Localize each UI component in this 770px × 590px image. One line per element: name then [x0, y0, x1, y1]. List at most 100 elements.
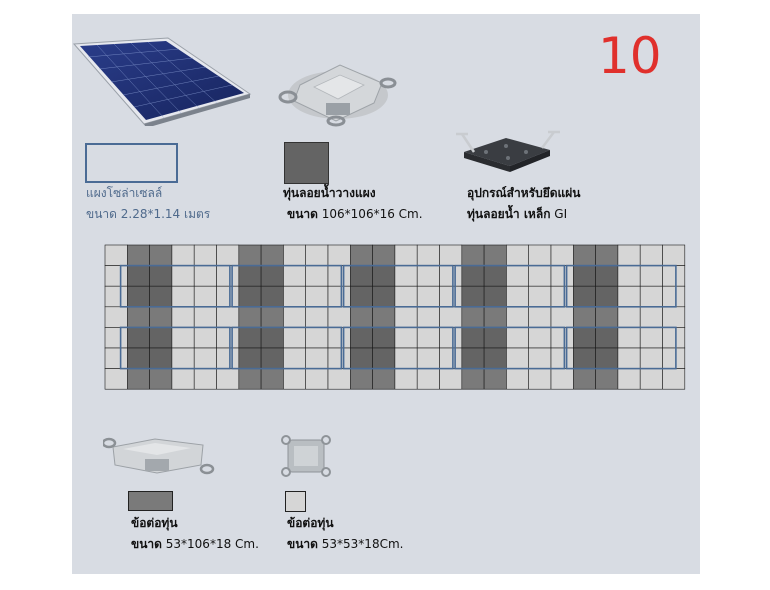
- grid-cell: [416, 306, 440, 328]
- grid-cell: [662, 285, 686, 308]
- grid-cell: [104, 327, 128, 349]
- grid-cell: [171, 306, 195, 328]
- grid-cell: [149, 347, 173, 369]
- grid-cell: [662, 265, 686, 287]
- solar-panel-outline: [231, 264, 343, 308]
- grid-cell: [238, 306, 262, 328]
- grid-cell: [149, 285, 173, 308]
- grid-cell: [126, 265, 150, 287]
- grid-cell: [126, 244, 150, 266]
- grid-cell: [171, 327, 195, 349]
- grid-cell: [104, 244, 128, 266]
- grid-cell: [238, 368, 262, 390]
- grid-cell: [595, 285, 619, 308]
- grid-cell: [595, 265, 619, 287]
- grid-cell: [394, 285, 418, 308]
- solar-panel-size: ขนาด 2.28*1.14 เมตร: [86, 207, 211, 221]
- grid-cell: [126, 368, 150, 390]
- grid-cell: [260, 368, 284, 390]
- grid-cell: [104, 285, 128, 308]
- grid-cell: [595, 306, 619, 328]
- grid-cell: [595, 327, 619, 349]
- panel-float-image: [278, 64, 397, 127]
- grid-cell: [439, 347, 463, 369]
- grid-cell: [617, 347, 641, 369]
- grid-cell: [416, 244, 440, 266]
- grid-cell: [461, 368, 485, 390]
- grid-cell: [372, 306, 396, 328]
- grid-cell: [617, 265, 641, 287]
- grid-cell: [483, 306, 507, 328]
- grid-cell: [528, 368, 552, 390]
- grid-cell: [506, 306, 529, 328]
- grid-cell: [461, 285, 485, 308]
- grid-cell: [639, 327, 663, 349]
- grid-cell: [439, 265, 463, 287]
- grid-cell: [193, 327, 217, 349]
- large-connector-size: ขนาด 53*106*18 Cm.: [131, 537, 259, 551]
- grid-cell: [193, 368, 217, 390]
- grid-cell: [126, 285, 150, 308]
- grid-cell: [327, 327, 351, 349]
- grid-cell: [171, 265, 195, 287]
- grid-cell: [461, 327, 485, 349]
- grid-cell: [506, 368, 529, 390]
- grid-cell: [216, 306, 240, 328]
- grid-cell: [550, 347, 574, 369]
- grid-cell: [216, 347, 240, 369]
- grid-cell: [506, 265, 529, 287]
- grid-cell: [283, 244, 306, 266]
- grid-cell: [350, 265, 373, 287]
- grid-cell: [662, 327, 686, 349]
- solar-panel-outline: [454, 264, 566, 308]
- grid-cell: [416, 347, 440, 369]
- float-layout-grid: [104, 244, 686, 390]
- grid-cell: [216, 327, 240, 349]
- grid-cell: [171, 285, 195, 308]
- grid-cell: [193, 244, 217, 266]
- page-number: 10: [598, 27, 662, 85]
- solar-panel-outline: [342, 264, 454, 308]
- grid-cell: [350, 327, 373, 349]
- grid-cell: [171, 368, 195, 390]
- grid-cell: [193, 306, 217, 328]
- grid-cell: [193, 265, 217, 287]
- grid-cell: [394, 368, 418, 390]
- grid-cell: [238, 327, 262, 349]
- grid-cell: [372, 285, 396, 308]
- grid-cell: [305, 306, 329, 328]
- grid-cell: [394, 265, 418, 287]
- grid-cell: [439, 368, 463, 390]
- grid-cell: [617, 327, 641, 349]
- grid-cell: [483, 244, 507, 266]
- grid-cell: [550, 265, 574, 287]
- grid-cell: [528, 347, 552, 369]
- grid-cell: [327, 265, 351, 287]
- grid-cell: [639, 347, 663, 369]
- grid-cell: [372, 244, 396, 266]
- grid-cell: [439, 306, 463, 328]
- small-connector-swatch: [285, 491, 306, 512]
- solar-panel-outline: [342, 326, 454, 370]
- grid-cell: [372, 368, 396, 390]
- large-connector-image: [103, 437, 215, 475]
- grid-cell: [104, 265, 128, 287]
- steel-mount-material: ทุ่นลอยน้ำ เหล็ก GI: [467, 207, 568, 221]
- grid-cell: [126, 347, 150, 369]
- grid-cell: [528, 327, 552, 349]
- grid-cell: [260, 327, 284, 349]
- grid-cell: [216, 244, 240, 266]
- grid-cell: [617, 244, 641, 266]
- grid-cell: [238, 265, 262, 287]
- grid-cell: [416, 327, 440, 349]
- grid-cell: [439, 285, 463, 308]
- grid-cell: [283, 285, 306, 308]
- steel-mount-label: อุปกรณ์สำหรับยึดแผ่น: [467, 186, 581, 200]
- grid-cell: [617, 285, 641, 308]
- grid-cell: [595, 244, 619, 266]
- grid-cell: [305, 244, 329, 266]
- grid-cell: [528, 265, 552, 287]
- grid-cell: [506, 285, 529, 308]
- grid-cell: [439, 327, 463, 349]
- grid-cell: [416, 265, 440, 287]
